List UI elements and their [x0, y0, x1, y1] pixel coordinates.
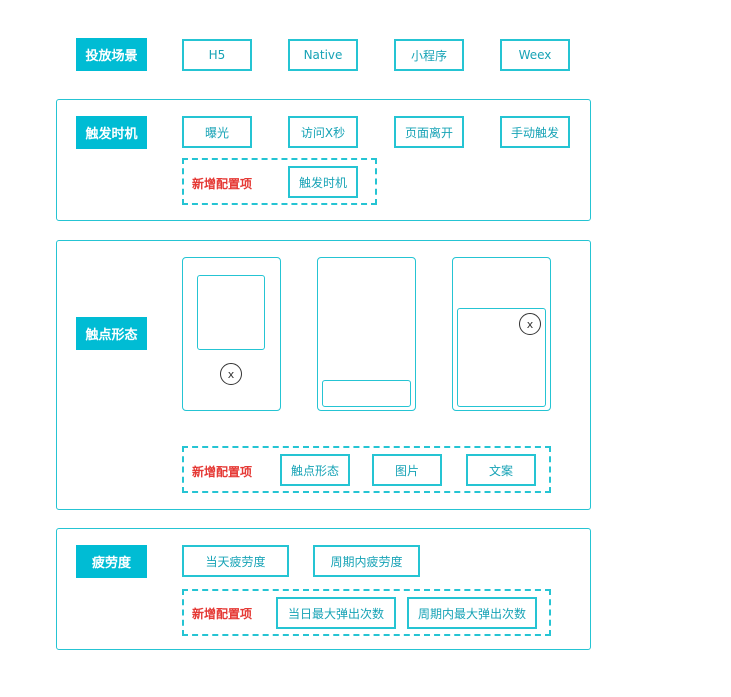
trigger-label: 触发时机 — [76, 116, 147, 149]
close-icon[interactable]: x — [519, 313, 541, 335]
trigger-new-config-box — [182, 158, 377, 205]
touch-label: 触点形态 — [76, 317, 147, 350]
scene-option-h5[interactable]: H5 — [182, 39, 252, 71]
fatigue-option-period[interactable]: 周期内疲劳度 — [313, 545, 420, 577]
touch-new-option-image[interactable]: 图片 — [372, 454, 442, 486]
fatigue-new-option-period-max[interactable]: 周期内最大弹出次数 — [407, 597, 537, 629]
bottom-banner — [322, 380, 411, 407]
fatigue-section — [56, 528, 591, 650]
touch-section — [56, 240, 591, 510]
fatigue-new-config-label: 新增配置项 — [192, 607, 253, 621]
scene-option-native[interactable]: Native — [288, 39, 358, 71]
fatigue-new-config-box — [182, 589, 551, 636]
fatigue-label: 疲劳度 — [76, 545, 147, 578]
scene-option-weex[interactable]: Weex — [500, 39, 570, 71]
touch-new-option-form[interactable]: 触点形态 — [280, 454, 350, 486]
trigger-option-visit-seconds[interactable]: 访问X秒 — [288, 116, 358, 148]
trigger-new-option-trigger-timing[interactable]: 触发时机 — [288, 166, 358, 198]
trigger-section — [56, 99, 591, 221]
trigger-option-page-leave[interactable]: 页面离开 — [394, 116, 464, 148]
trigger-option-exposure[interactable]: 曝光 — [182, 116, 252, 148]
scene-option-mini-program[interactable]: 小程序 — [394, 39, 464, 71]
close-icon[interactable]: x — [220, 363, 242, 385]
trigger-option-manual[interactable]: 手动触发 — [500, 116, 570, 148]
fatigue-new-option-daily-max[interactable]: 当日最大弹出次数 — [276, 597, 396, 629]
trigger-new-config-label: 新增配置项 — [192, 177, 253, 191]
touch-new-config-label: 新增配置项 — [192, 465, 253, 479]
touch-new-option-copy[interactable]: 文案 — [466, 454, 536, 486]
scene-label: 投放场景 — [76, 38, 147, 71]
popup-card — [197, 275, 265, 350]
touch-new-config-box — [182, 446, 551, 493]
fatigue-option-daily[interactable]: 当天疲劳度 — [182, 545, 289, 577]
